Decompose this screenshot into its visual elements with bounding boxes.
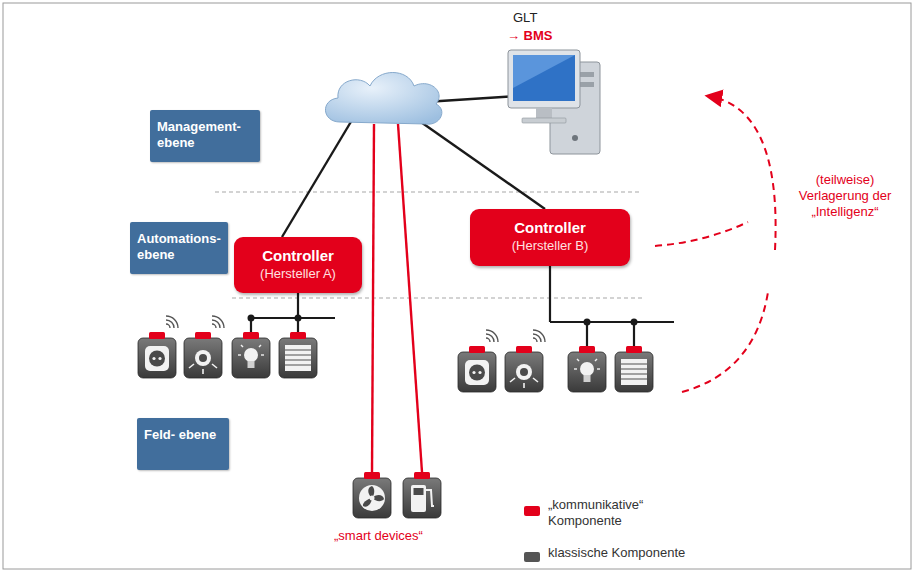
node-title: Controller xyxy=(476,219,624,237)
legend-text: klassische Komponente xyxy=(548,545,728,561)
node-title: Controller xyxy=(240,247,356,265)
system-label: GLT xyxy=(513,10,573,26)
node-title: Management- ebene xyxy=(157,119,253,151)
legend-text: „kommunikative“ Komponente xyxy=(548,497,688,529)
node-title: Feld- ebene xyxy=(144,427,222,443)
smart-devices xyxy=(353,472,441,518)
level-label: Management- ebene xyxy=(150,110,260,162)
controller-box: Controller(Hersteller A) xyxy=(234,237,362,293)
node-subtitle: (Hersteller A) xyxy=(240,265,356,282)
frame xyxy=(3,3,911,569)
smart-device-link xyxy=(372,124,422,472)
level-label: Feld- ebene xyxy=(137,418,229,470)
computer xyxy=(508,50,600,154)
controller-box: Controller(Hersteller B) xyxy=(470,209,630,266)
shift-arrow xyxy=(655,96,776,392)
level-label: Automations- ebene xyxy=(130,222,228,274)
system-label: → BMS xyxy=(507,28,577,44)
group-label: „smart devices“ xyxy=(334,528,464,544)
cloud xyxy=(325,73,441,125)
legend-swatch xyxy=(524,552,540,562)
node-title: Automations- ebene xyxy=(137,231,221,263)
field-devices xyxy=(138,316,653,392)
annotation: (teilweise) Verlagerung der „Intelligenz… xyxy=(793,172,897,220)
legend-swatch xyxy=(524,506,540,516)
level-divider xyxy=(215,192,645,298)
node-subtitle: (Hersteller B) xyxy=(476,237,624,254)
bus-junction xyxy=(248,315,638,326)
